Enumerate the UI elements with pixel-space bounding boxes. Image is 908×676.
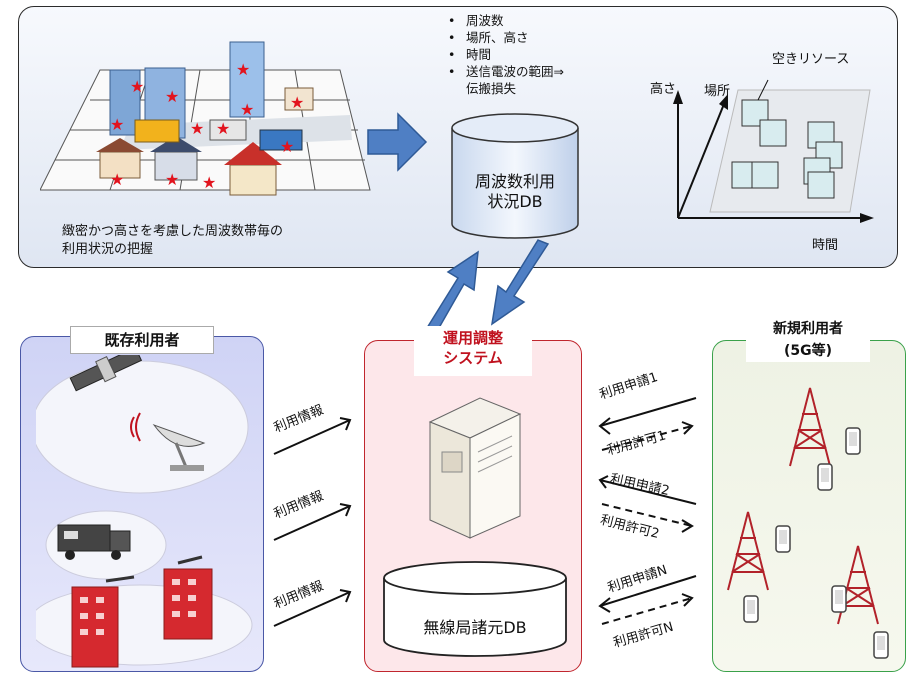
- svg-text:★: ★: [190, 119, 204, 138]
- svg-text:★: ★: [165, 87, 179, 106]
- usage-caption-line2: 利用状況の把握: [62, 242, 154, 257]
- server-icon: [428, 397, 522, 539]
- sync-arrows-icon: [420, 239, 550, 340]
- svg-text:★: ★: [290, 93, 304, 112]
- usage-info-arrows: [273, 417, 352, 627]
- station-db-label: 無線局諸元DB: [423, 618, 527, 637]
- bullet-time: 時間: [448, 46, 564, 63]
- axis-place-label: 場所: [704, 84, 731, 99]
- axis-time-label: 時間: [812, 238, 839, 253]
- svg-text:★: ★: [165, 170, 179, 189]
- usage-caption-line1: 緻密かつ高さを考慮した周波数帯毎の: [62, 224, 284, 239]
- right-arrow-icon: [367, 112, 428, 172]
- frequency-usage-db-icon: [451, 113, 579, 239]
- bullet-range: 送信電波の範囲⇒: [448, 63, 564, 80]
- resource-space-diagram: [673, 79, 874, 223]
- new-users-title-line1: 新規利用者: [773, 321, 843, 337]
- db-label-line2: 状況DB: [487, 192, 543, 211]
- new-users-illustration: [727, 387, 889, 659]
- db-label-line1: 周波数利用: [474, 172, 555, 191]
- system-title-line1: 運用調整: [442, 329, 503, 347]
- bullet-frequency: 周波数: [448, 12, 564, 29]
- svg-text:★: ★: [216, 119, 230, 138]
- existing-users-illustration: [36, 355, 253, 668]
- svg-text:★: ★: [110, 170, 124, 189]
- city-illustration: ★ ★ ★ ★ ★ ★ ★ ★ ★ ★ ★ ★: [40, 41, 371, 196]
- existing-users-title: 既存利用者: [70, 326, 214, 354]
- db-attribute-list: 周波数 場所、高さ 時間 送信電波の範囲⇒ 伝搬損失: [448, 12, 564, 97]
- svg-text:★: ★: [130, 77, 144, 96]
- station-db-icon: [383, 561, 567, 657]
- svg-text:★: ★: [240, 100, 254, 119]
- new-users-title-line2: (5G等): [783, 343, 833, 359]
- request-permit-arrows: [598, 397, 697, 625]
- svg-text:★: ★: [280, 137, 294, 156]
- bullet-place-height: 場所、高さ: [448, 29, 564, 46]
- svg-text:★: ★: [110, 115, 124, 134]
- axis-height-label: 高さ: [650, 82, 677, 97]
- bullet-propagation-loss: 伝搬損失: [466, 81, 517, 96]
- system-title-line2: システム: [443, 349, 503, 367]
- free-resource-label: 空きリソース: [772, 52, 850, 67]
- svg-text:★: ★: [236, 60, 250, 79]
- svg-text:★: ★: [202, 173, 216, 192]
